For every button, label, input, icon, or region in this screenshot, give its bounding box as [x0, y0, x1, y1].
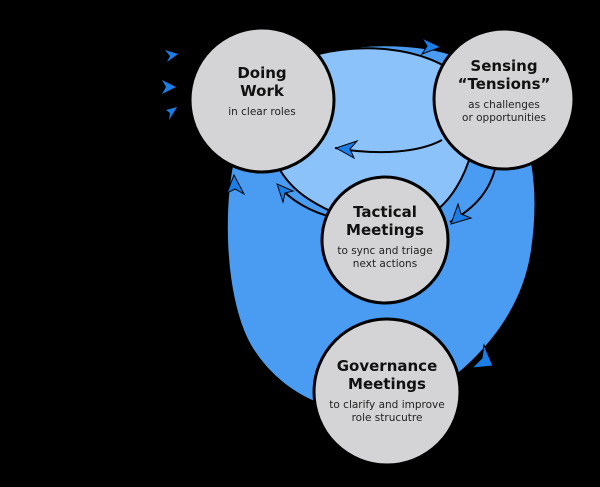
governance-title-1: Governance	[336, 357, 438, 375]
doing-work-subtitle: in clear roles	[228, 106, 296, 118]
tactical-title-1: Tactical	[353, 203, 417, 221]
left-arrow-3	[166, 107, 177, 120]
sensing-title-2: “Tensions”	[457, 75, 551, 93]
left-arrow-2	[162, 80, 176, 94]
arrow-to-tactical	[450, 202, 473, 225]
tactical-meetings-node	[320, 175, 450, 305]
left-arrow-1	[165, 50, 178, 62]
sensing-subtitle-2: or opportunities	[462, 112, 546, 124]
tactical-subtitle-2: next actions	[352, 258, 418, 270]
governance-meetings-label: Governance Meetings to clarify and impro…	[317, 357, 457, 425]
tactical-subtitle-1: to sync and triage	[337, 245, 433, 257]
governance-subtitle-1: to clarify and improve	[329, 399, 445, 411]
sensing-tensions-label: Sensing “Tensions” as challenges or oppo…	[440, 57, 568, 125]
doing-work-label: Doing Work in clear roles	[200, 64, 324, 119]
arrow-to-doing-outer	[226, 173, 246, 196]
tactical-meetings-label: Tactical Meetings to sync and triage nex…	[325, 203, 445, 271]
governance-meetings-node	[312, 317, 462, 467]
doing-work-title-1: Doing	[237, 64, 287, 82]
arrow-to-sensing	[420, 36, 443, 55]
governance-title-2: Meetings	[348, 375, 426, 393]
sensing-title-1: Sensing	[470, 57, 538, 75]
arrow-to-doing-inner	[334, 139, 359, 160]
arrow-to-doing-from-tactical	[276, 183, 295, 204]
arrow-to-governance	[470, 343, 494, 369]
sensing-tensions-node	[432, 27, 576, 171]
doing-work-title-2: Work	[240, 82, 284, 100]
tactical-title-2: Meetings	[346, 221, 424, 239]
governance-subtitle-2: role strucutre	[351, 412, 423, 424]
sensing-subtitle-1: as challenges	[468, 99, 540, 111]
doing-work-node	[188, 26, 336, 174]
